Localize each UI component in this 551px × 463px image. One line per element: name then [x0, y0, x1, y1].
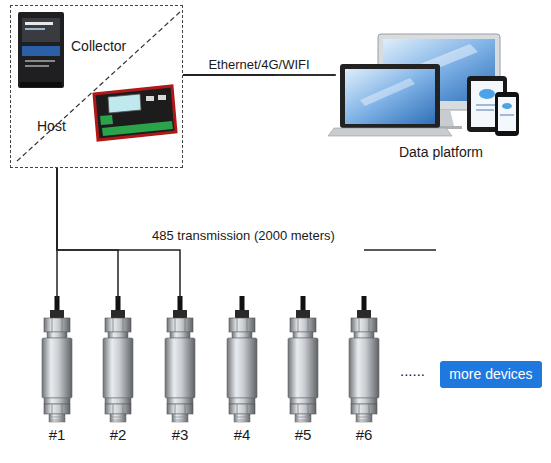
sensor-box: #1 — [29, 300, 85, 448]
node-text: #2 — [90, 426, 146, 444]
node-text: #6 — [336, 426, 392, 444]
node-text: #1 — [29, 426, 85, 444]
annotation-text: ...... — [400, 362, 425, 380]
sensor-box: #2 — [90, 300, 146, 448]
divider-line — [16, 12, 180, 162]
more-button: more devices — [440, 361, 542, 388]
sensor-box: #3 — [152, 300, 208, 448]
sensor-box: #6 — [336, 300, 392, 448]
annotation-text: 485 transmission (2000 meters) — [152, 228, 335, 244]
node-text: Data platform — [335, 144, 547, 161]
node-text: #4 — [214, 426, 270, 444]
sensor-row — [42, 296, 379, 422]
sensor-box: #5 — [275, 300, 331, 448]
platform-box: Data platform — [335, 8, 547, 164]
devices-illustration — [328, 34, 519, 136]
device-group: CollectorHost — [10, 5, 183, 168]
connector-line — [57, 168, 118, 300]
node-text: #3 — [152, 426, 208, 444]
host-device — [94, 86, 176, 140]
node-text: #5 — [275, 426, 331, 444]
connector-line — [183, 74, 336, 76]
sensor-box: #4 — [214, 300, 270, 448]
collector-device — [18, 12, 64, 88]
node-text: more devices — [440, 361, 542, 388]
connector-line — [183, 74, 335, 76]
bus-line — [364, 249, 436, 251]
node-text: Host — [37, 118, 66, 135]
node-text: Collector — [71, 38, 126, 55]
edge-label: Ethernet/4G/WIFI — [208, 57, 309, 73]
